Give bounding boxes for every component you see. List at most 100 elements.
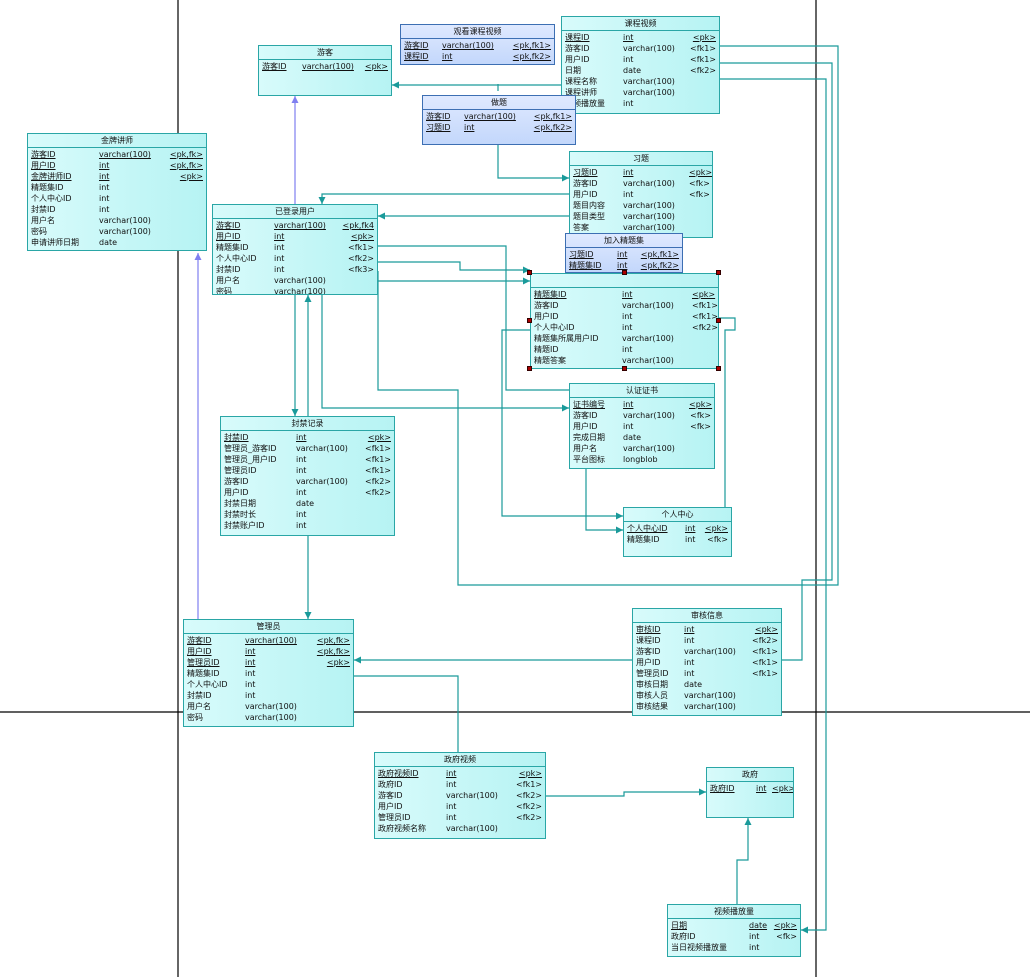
attribute-name: 平台图标 — [573, 455, 605, 464]
selection-handle[interactable] — [716, 318, 721, 323]
attribute-name: 管理员_用户ID — [224, 455, 277, 464]
attribute-name: 管理员ID — [636, 669, 669, 678]
selection-handle[interactable] — [622, 366, 627, 371]
attribute-key: <pk> — [326, 658, 350, 667]
selection-handle[interactable] — [622, 270, 627, 275]
relationship-line — [321, 295, 569, 409]
attribute-key: <pk> — [704, 524, 728, 533]
entity-title: 习题 — [570, 152, 712, 166]
attribute-key: <fk1> — [752, 647, 778, 656]
arrow-head — [523, 266, 530, 274]
attribute-key — [750, 679, 778, 690]
attribute-key: <pk,fk> — [169, 150, 203, 159]
attribute-name: 用户名 — [573, 444, 597, 453]
attribute-key: <fk> — [690, 422, 711, 431]
attribute-key: <pk> — [350, 232, 374, 241]
attribute-type: varchar(100) — [464, 112, 516, 121]
attribute-name: 课程ID — [565, 33, 590, 42]
attribute-name: 管理员_游客ID — [224, 444, 277, 453]
attribute-key: <fk2> — [752, 636, 778, 645]
arrow-head — [392, 81, 399, 89]
attribute-name: 游客ID — [404, 41, 429, 50]
attribute-type: int — [623, 168, 634, 177]
selection-handle[interactable] — [527, 366, 532, 371]
selection-handle[interactable] — [716, 270, 721, 275]
selection-handle[interactable] — [716, 366, 721, 371]
attribute-type: int — [99, 205, 110, 214]
attribute-key: <pk> — [773, 921, 797, 930]
attribute-key: <fk> — [776, 932, 797, 941]
attribute-key — [692, 344, 715, 355]
attribute-type: int — [245, 691, 256, 700]
attribute-type: varchar(100) — [623, 444, 675, 453]
attribute-name: 游客ID — [224, 477, 249, 486]
selection-handle[interactable] — [527, 270, 532, 275]
attribute-type: varchar(100) — [623, 411, 675, 420]
attribute-name: 个人中心ID — [627, 524, 668, 533]
attribute-type: int — [296, 455, 307, 464]
attribute-type: int — [622, 345, 633, 354]
attribute-name: 游客ID — [565, 44, 590, 53]
relationship-line — [497, 145, 569, 179]
relationship-line — [354, 675, 459, 752]
attribute-type: int — [685, 524, 696, 533]
attribute-name: 日期 — [565, 66, 581, 75]
attribute-name: 课程讲师 — [565, 88, 597, 97]
entity-title: 视频播放量 — [668, 905, 800, 919]
attribute-type: varchar(100) — [296, 444, 348, 453]
attribute-key: <pk> — [518, 769, 542, 778]
attribute-name: 用户ID — [187, 647, 212, 656]
attribute-type: int — [684, 636, 695, 645]
attribute-type: int — [623, 33, 634, 42]
attribute-key — [165, 215, 203, 226]
entity-title: 课程视频 — [562, 17, 719, 31]
attribute-name: 精题答案 — [534, 356, 566, 365]
selection-handle[interactable] — [527, 318, 532, 323]
attribute-key: <pk> — [689, 400, 713, 409]
attribute-name: 个人中心ID — [534, 323, 575, 332]
attribute-name: 用户名 — [187, 702, 211, 711]
attribute-type: int — [245, 680, 256, 689]
attribute-type: int — [446, 769, 457, 778]
